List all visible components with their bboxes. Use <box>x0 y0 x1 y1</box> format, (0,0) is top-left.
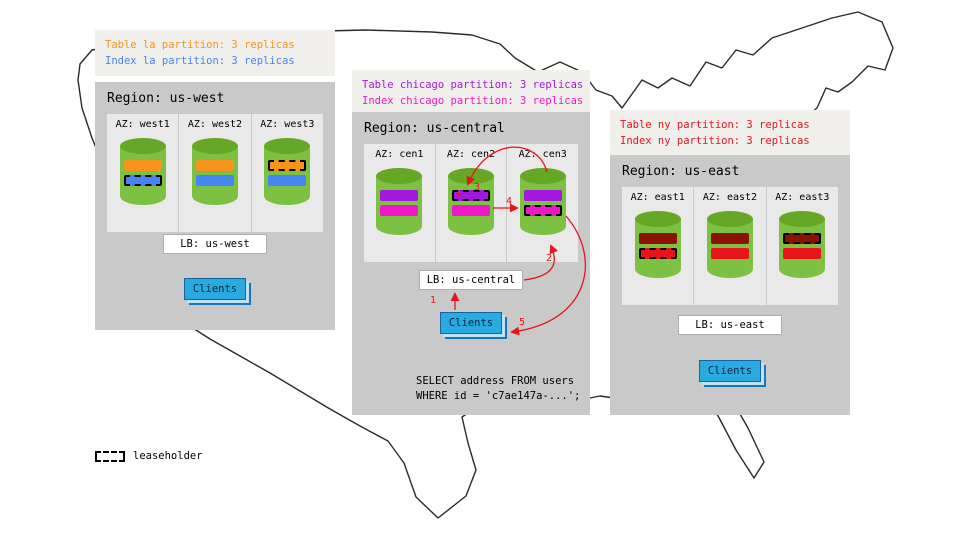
db-node-east1 <box>634 210 682 280</box>
table-ny-leaseholder <box>783 233 822 244</box>
region-us-west: Region: us-west AZ: west1 AZ: west2 <box>95 82 335 330</box>
az-east2: AZ: east2 <box>694 187 767 305</box>
region-title-east: Region: us-east <box>622 164 740 179</box>
note-index-ny: Index ny partition: 3 replicas <box>620 135 810 147</box>
db-node-east2 <box>706 210 754 280</box>
az-box-west: AZ: west1 AZ: west2 <box>107 114 323 232</box>
note-index-la: Index la partition: 3 replicas <box>105 55 295 67</box>
database-cylinder-icon <box>779 211 826 278</box>
az-label-west1: AZ: west1 <box>115 119 170 130</box>
az-east3: AZ: east3 <box>767 187 838 305</box>
note-table-ny: Table ny partition: 3 replicas <box>620 119 810 131</box>
table-ny-replica <box>638 233 677 244</box>
database-cylinder-icon <box>119 138 166 205</box>
az-east1: AZ: east1 <box>622 187 695 305</box>
az-label-cen3: AZ: cen3 <box>518 149 567 160</box>
table-chicago-replica <box>523 190 562 201</box>
database-cylinder-icon <box>264 138 311 205</box>
db-node-cen3 <box>519 167 567 237</box>
database-cylinder-icon <box>634 211 681 278</box>
partition-note-central: Table chicago partition: 3 replicas Inde… <box>352 70 590 116</box>
table-ny-replica <box>710 233 749 244</box>
db-node-west2 <box>191 137 239 207</box>
database-cylinder-icon <box>448 168 494 235</box>
az-label-east1: AZ: east1 <box>630 192 685 203</box>
load-balancer-us-west: LB: us-west <box>163 234 267 254</box>
db-node-west1 <box>119 137 167 207</box>
region-us-east: Region: us-east AZ: east1 AZ: east2 <box>610 155 850 415</box>
table-chicago-replica <box>380 190 419 201</box>
load-balancer-us-east: LB: us-east <box>678 315 782 335</box>
table-la-leaseholder <box>268 160 307 171</box>
region-title-central: Region: us-central <box>364 121 505 136</box>
clients-central: Clients <box>440 312 502 334</box>
db-node-east3 <box>778 210 826 280</box>
legend: leaseholder <box>95 450 203 462</box>
az-west2: AZ: west2 <box>179 114 252 232</box>
region-title-west: Region: us-west <box>107 91 225 106</box>
note-table-chicago: Table chicago partition: 3 replicas <box>362 79 584 91</box>
partition-note-east: Table ny partition: 3 replicas Index ny … <box>610 110 850 156</box>
load-balancer-us-central: LB: us-central <box>419 270 523 290</box>
index-chicago-replica <box>380 205 419 216</box>
db-node-west3 <box>263 137 311 207</box>
index-ny-replica <box>710 248 749 259</box>
sql-query-line1: SELECT address FROM users <box>416 375 575 387</box>
az-west1: AZ: west1 <box>107 114 180 232</box>
az-box-central: AZ: cen1 AZ: cen2 <box>364 144 578 262</box>
clients-west: Clients <box>184 278 246 300</box>
sql-query-line2: WHERE id = 'c7ae147a-...'; <box>416 390 581 402</box>
legend-label: leaseholder <box>133 450 203 462</box>
partition-note-west: Table la partition: 3 replicas Index la … <box>95 30 335 76</box>
index-la-replica <box>195 175 234 186</box>
note-table-la: Table la partition: 3 replicas <box>105 39 295 51</box>
az-west3: AZ: west3 <box>252 114 323 232</box>
az-label-west3: AZ: west3 <box>260 119 315 130</box>
index-ny-replica <box>783 248 822 259</box>
index-chicago-leaseholder <box>523 205 562 216</box>
note-index-chicago: Index chicago partition: 3 replicas <box>362 95 584 107</box>
table-la-replica <box>123 160 162 171</box>
index-la-leaseholder <box>123 175 162 186</box>
az-label-cen2: AZ: cen2 <box>446 149 496 160</box>
leaseholder-star-icon: ★ <box>455 186 463 200</box>
az-label-east3: AZ: east3 <box>775 192 830 203</box>
az-box-east: AZ: east1 AZ: east2 <box>622 187 838 305</box>
database-cylinder-icon <box>376 168 423 235</box>
az-cen1: AZ: cen1 <box>364 144 436 262</box>
index-ny-leaseholder <box>638 248 677 259</box>
az-label-east2: AZ: east2 <box>702 192 758 203</box>
table-chicago-leaseholder <box>452 190 490 201</box>
leaseholder-dashed-swatch-icon <box>95 450 125 462</box>
sql-query: SELECT address FROM users WHERE id = 'c7… <box>416 374 580 404</box>
index-chicago-replica <box>452 205 490 216</box>
db-node-cen1 <box>375 167 423 237</box>
az-cen3: AZ: cen3 <box>507 144 578 262</box>
az-label-west2: AZ: west2 <box>187 119 243 130</box>
az-cen2: AZ: cen2 <box>436 144 508 262</box>
db-node-cen2 <box>447 167 495 237</box>
database-cylinder-icon <box>519 168 566 235</box>
az-label-cen1: AZ: cen1 <box>375 149 424 160</box>
database-cylinder-icon <box>706 211 753 278</box>
clients-east: Clients <box>699 360 761 382</box>
database-cylinder-icon <box>191 138 238 205</box>
region-us-central: Region: us-central AZ: cen1 AZ: cen2 <box>352 112 590 415</box>
table-la-replica <box>195 160 234 171</box>
index-la-replica <box>268 175 307 186</box>
